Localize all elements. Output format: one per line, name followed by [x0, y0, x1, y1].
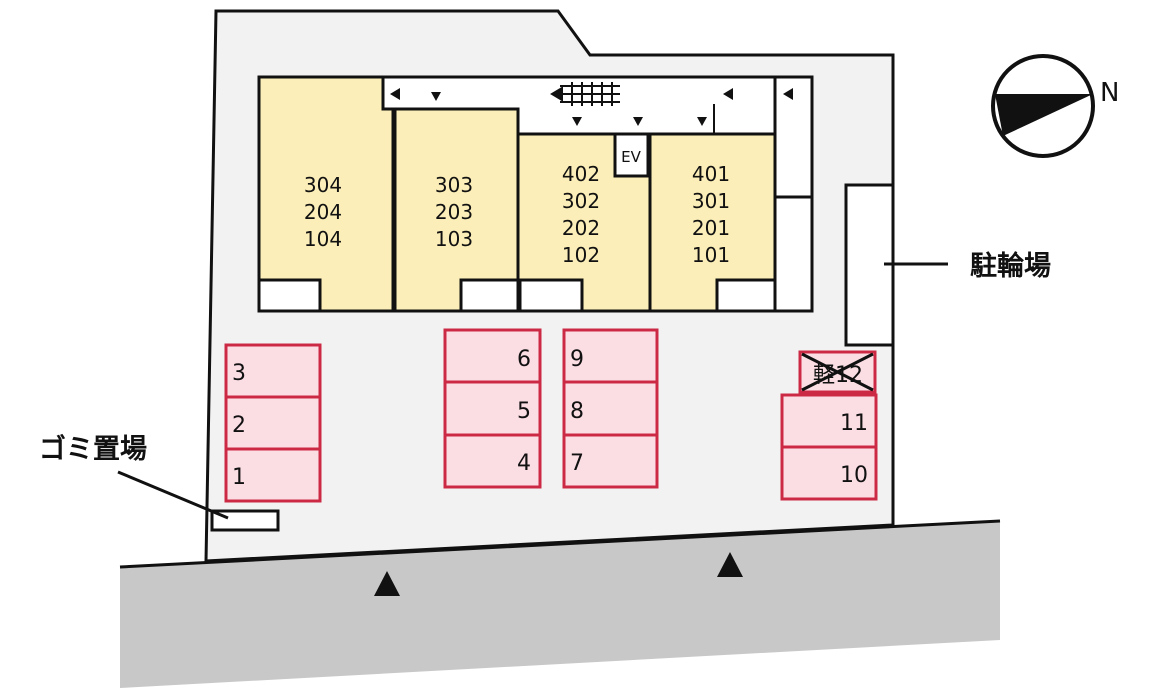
unit-label-d: 401 301 201 101: [692, 162, 730, 267]
parking-slot: [562, 433, 659, 489]
parking-slot: [562, 328, 659, 384]
parking-slot-number: 7: [570, 451, 584, 476]
svg-text:303: 303: [435, 173, 473, 197]
svg-text:203: 203: [435, 200, 473, 224]
parking-slot-crossed-label: 軽12: [813, 363, 863, 388]
garbage-area-label: ゴミ置場: [39, 433, 147, 465]
stairs-icon: [550, 82, 620, 106]
svg-text:301: 301: [692, 189, 730, 213]
entrance-arrow-icon: [374, 571, 400, 596]
parking-slot: [224, 447, 322, 503]
unit-block-b: [393, 107, 520, 313]
balcony: [715, 278, 777, 313]
parking-slot-number: 6: [517, 347, 531, 372]
road: [120, 521, 1000, 688]
corridor-right-wing: [773, 75, 814, 199]
parking-slot-number: 5: [517, 399, 531, 424]
unit-label-a: 304 204 104: [304, 173, 342, 251]
unit-label-c: 402 302 202 102: [562, 162, 600, 267]
parking-slot: [780, 445, 878, 501]
parking-column-left: 3 2 1: [224, 343, 322, 503]
balcony: [257, 278, 322, 313]
entrance-arrow-icon: [717, 552, 743, 577]
parking-slot: [443, 433, 542, 489]
parking-slot-number: 10: [840, 463, 868, 488]
elevator-label: EV: [621, 148, 641, 166]
svg-text:204: 204: [304, 200, 342, 224]
svg-text:102: 102: [562, 243, 600, 267]
parking-slot-number: 4: [517, 451, 531, 476]
garbage-area: [210, 509, 280, 532]
parking-slot: [780, 393, 878, 449]
parking-column-right: 軽12 11 10: [780, 350, 878, 501]
parking-slot-number: 8: [570, 399, 584, 424]
bicycle-parking-label: 駐輪場: [970, 250, 1051, 282]
svg-text:304: 304: [304, 173, 342, 197]
svg-text:302: 302: [562, 189, 600, 213]
elevator-box: [613, 132, 650, 178]
parking-slot-number: 3: [232, 361, 246, 386]
svg-text:202: 202: [562, 216, 600, 240]
parking-slot-number: 9: [570, 347, 584, 372]
parking-slot: [443, 380, 542, 437]
compass-icon: [991, 54, 1095, 158]
svg-text:104: 104: [304, 227, 342, 251]
unit-label-b: 303 203 103: [435, 173, 473, 251]
parking-slot: [224, 343, 322, 399]
garbage-area-leader: [117, 470, 229, 520]
parking-slot-number: 11: [840, 411, 868, 436]
svg-text:103: 103: [435, 227, 473, 251]
parking-column-center-right: 9 8 7: [562, 328, 659, 489]
parking-slot: [562, 380, 659, 437]
parking-slot-number: 1: [232, 465, 246, 490]
door-marker-icon: [390, 88, 793, 126]
balcony: [518, 278, 584, 313]
svg-text:201: 201: [692, 216, 730, 240]
balcony: [459, 278, 520, 313]
svg-text:101: 101: [692, 243, 730, 267]
svg-text:401: 401: [692, 162, 730, 186]
parking-column-center-left: 6 5 4: [443, 328, 542, 489]
compass-north-label: N: [1100, 78, 1119, 108]
svg-text:402: 402: [562, 162, 600, 186]
parking-slot-number: 2: [232, 413, 246, 438]
parking-slot: [224, 395, 322, 451]
cross-out-icon: [801, 352, 874, 392]
road-edge: [119, 519, 1001, 569]
